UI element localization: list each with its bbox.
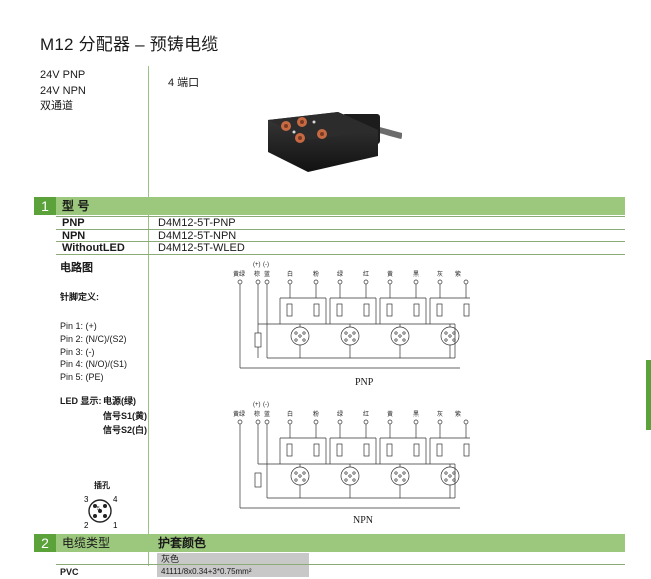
npn-wire-black: 黑 bbox=[413, 411, 419, 418]
pin-4-definition: Pin 4: (N/O)/(S1) bbox=[60, 359, 128, 369]
pnp-wire-pink: 粉 bbox=[313, 270, 319, 278]
socket-pin-5: 5 bbox=[97, 506, 100, 512]
socket-pin-1: 1 bbox=[113, 521, 118, 530]
row-divider bbox=[56, 216, 625, 217]
row-divider bbox=[56, 241, 625, 242]
row-divider bbox=[56, 564, 625, 565]
pnp-wire-brown: 棕 bbox=[254, 270, 260, 278]
pnp-wire-black: 黑 bbox=[413, 271, 419, 278]
led-power: 电源(绿) bbox=[103, 396, 136, 406]
pnp-minus-label: (-) bbox=[263, 262, 269, 268]
socket-diagram: 3 4 5 2 1 bbox=[84, 495, 118, 530]
pin-3-definition: Pin 3: (-) bbox=[60, 347, 95, 357]
socket-pin-4: 4 bbox=[113, 495, 118, 504]
pnp-plus-label: (+) bbox=[253, 262, 261, 268]
npn-minus-label: (-) bbox=[263, 402, 269, 408]
model-value-wled: D4M12-5T-WLED bbox=[158, 242, 245, 254]
led-signal-s1: 信号S1(黄) bbox=[103, 411, 148, 421]
pin-definition-label: 针脚定义: bbox=[60, 292, 99, 302]
page-title: M12 分配器 – 预铸电缆 bbox=[40, 35, 219, 54]
pnp-wiring-diagram: (+) (-) 黄绿 棕 蓝 白 粉 绿 红 黄 黑 灰 紫 bbox=[233, 262, 470, 369]
model-value-npn: D4M12-5T-NPN bbox=[158, 230, 237, 242]
cable-type-pvc: PVC bbox=[60, 567, 79, 577]
pin-2-definition: Pin 2: (N/C)/(S2) bbox=[60, 334, 127, 344]
npn-wire-white: 白 bbox=[287, 410, 293, 418]
pnp-wire-pe: 黄绿 bbox=[233, 270, 245, 278]
cable-spec-pvc: 41111/8x0.34+3*0.75mm² bbox=[161, 567, 252, 576]
spec-channels: 双通道 bbox=[40, 100, 73, 112]
pnp-wire-grey: 灰 bbox=[437, 270, 443, 278]
section-2-bar bbox=[34, 534, 625, 552]
section-1-number: 1 bbox=[34, 197, 56, 215]
jacket-color-cell bbox=[157, 553, 309, 564]
npn-wire-brown: 棕 bbox=[254, 410, 260, 418]
socket-pin-3: 3 bbox=[84, 495, 89, 504]
side-tab bbox=[646, 360, 651, 430]
model-label-wled: WithoutLED bbox=[62, 242, 125, 254]
npn-wire-green: 绿 bbox=[337, 410, 343, 418]
npn-plus-label: (+) bbox=[253, 402, 261, 408]
section-1-bar bbox=[34, 197, 625, 215]
socket-label: 插孔 bbox=[94, 481, 110, 490]
model-label-npn: NPN bbox=[62, 230, 86, 242]
npn-diagram-label: NPN bbox=[353, 515, 374, 526]
pnp-wire-red: 红 bbox=[363, 270, 369, 278]
circuit-heading: 电路图 bbox=[60, 262, 93, 274]
ports-label: 4 端口 bbox=[168, 77, 200, 89]
model-value-pnp: D4M12-5T-PNP bbox=[158, 217, 236, 229]
npn-wire-grey: 灰 bbox=[437, 410, 443, 418]
socket-pin-2: 2 bbox=[84, 521, 89, 530]
pin-1-definition: Pin 1: (+) bbox=[60, 321, 97, 331]
product-image bbox=[268, 112, 402, 172]
jacket-color-value: 灰色 bbox=[161, 554, 180, 564]
pnp-wire-yellow: 黄 bbox=[387, 270, 393, 278]
column-divider bbox=[148, 66, 149, 566]
npn-wire-blue: 蓝 bbox=[264, 410, 270, 418]
row-divider bbox=[56, 254, 625, 255]
led-label: LED 显示: bbox=[60, 396, 102, 406]
npn-wiring-diagram: (+) (-) 黄绿 棕 蓝 白 粉 绿 红 黄 黑 灰 紫 bbox=[233, 402, 470, 509]
pnp-wire-green: 绿 bbox=[337, 270, 343, 278]
section-2-jacket-color-title: 护套颜色 bbox=[158, 536, 207, 550]
pnp-wire-blue: 蓝 bbox=[264, 270, 270, 278]
npn-wire-purple: 紫 bbox=[455, 410, 461, 418]
spec-pnp: 24V PNP bbox=[40, 69, 86, 81]
npn-wire-pe: 黄绿 bbox=[233, 410, 245, 418]
led-signal-s2: 信号S2(白) bbox=[103, 425, 148, 435]
section-1-title: 型 号 bbox=[62, 199, 90, 213]
model-label-pnp: PNP bbox=[62, 217, 85, 229]
npn-wire-red: 红 bbox=[363, 410, 369, 418]
pnp-wire-purple: 紫 bbox=[455, 270, 461, 278]
spec-npn: 24V NPN bbox=[40, 85, 86, 97]
npn-wire-pink: 粉 bbox=[313, 410, 319, 418]
pnp-diagram-label: PNP bbox=[355, 377, 374, 388]
section-2-number: 2 bbox=[34, 534, 56, 552]
cable-spec-cell bbox=[157, 565, 309, 577]
npn-wire-yellow: 黄 bbox=[387, 410, 393, 418]
pin-5-definition: Pin 5: (PE) bbox=[60, 372, 104, 382]
section-2-title: 电缆类型 bbox=[62, 536, 111, 550]
row-divider bbox=[56, 229, 625, 230]
pnp-wire-white: 白 bbox=[287, 270, 293, 278]
